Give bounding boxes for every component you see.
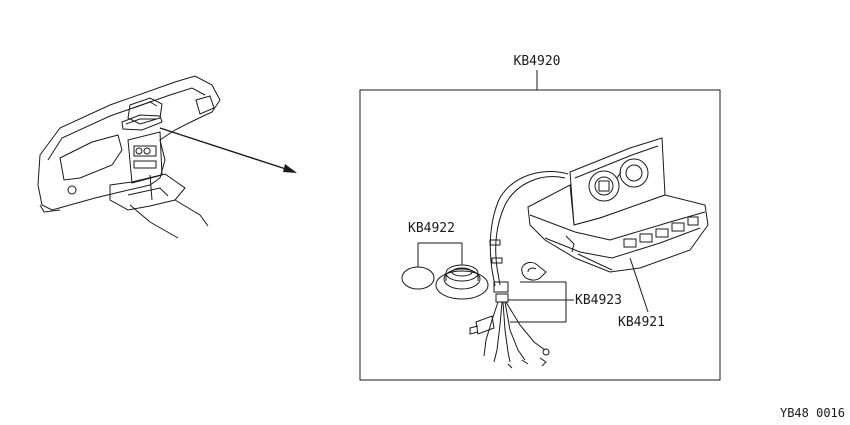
detail-frame: [359, 89, 721, 381]
label-kb4922: KB4922: [408, 221, 455, 236]
harness-illustration: [469, 261, 550, 369]
dashboard-overview-illustration: [37, 75, 221, 239]
leader-kb4922: [417, 242, 463, 267]
label-kb4920: KB4920: [514, 54, 561, 69]
leader-kb4923: [508, 281, 574, 323]
console-unit-illustration: [489, 137, 709, 287]
cover-parts-illustration: [401, 264, 489, 300]
leader-kb4921: [629, 257, 649, 313]
label-kb4921: KB4921: [618, 315, 665, 330]
detail-pointer-arrow: [159, 127, 297, 173]
figure-code: YB48 0016: [780, 406, 845, 420]
label-kb4923: KB4923: [575, 293, 622, 308]
